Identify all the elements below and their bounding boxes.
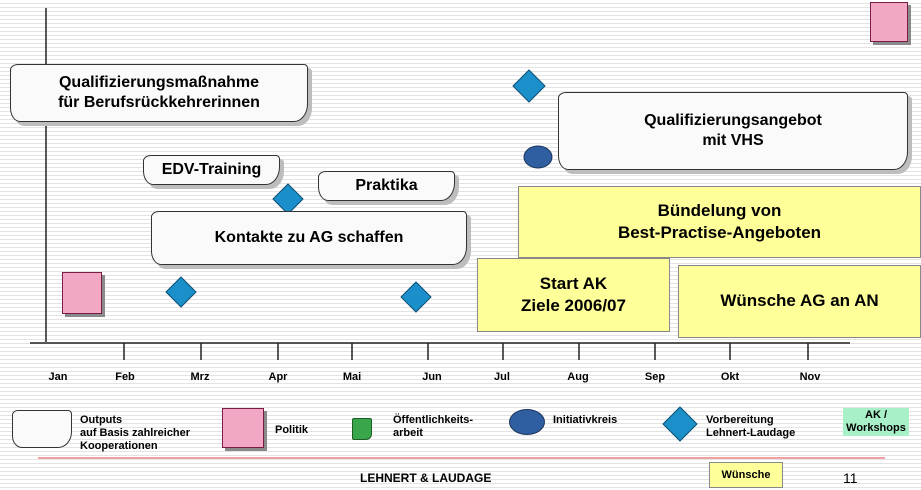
diamond-marker xyxy=(165,276,197,308)
month-label: Apr xyxy=(268,371,288,383)
month-label: Feb xyxy=(115,371,135,383)
legend-ak-workshops: AK / Workshops xyxy=(843,408,909,437)
month-label: Aug xyxy=(567,371,589,383)
item-buendelung: Bündelung von Best-Practise-Angeboten xyxy=(518,186,921,258)
legend-vorbereitung-label: Vorbereitung Lehnert-Laudage xyxy=(706,414,796,440)
item-wuensche-ag: Wünsche AG an AN xyxy=(678,265,921,338)
footer-company: LEHNERT & LAUDAGE xyxy=(360,471,492,485)
month-label: Okt xyxy=(720,371,740,383)
legend-initiativkreis-icon xyxy=(509,409,545,435)
month-label: Jan xyxy=(48,371,68,383)
item-kontakte-ag: Kontakte zu AG schaffen xyxy=(151,211,467,265)
legend-initiativkreis-label: Initiativkreis xyxy=(553,414,618,426)
item-quali-vhs: Qualifizierungsangebot mit VHS xyxy=(558,92,908,170)
month-label: Jul xyxy=(494,371,510,383)
legend-outputs-label: Outputs auf Basis zahlreicher Kooperatio… xyxy=(80,414,191,453)
politik-marker xyxy=(62,272,102,314)
item-quali-rueckkehrer: Qualifizierungsmaßnahme für Berufsrückke… xyxy=(10,64,308,122)
month-label: Sep xyxy=(644,371,666,383)
month-label: Nov xyxy=(799,371,821,383)
page-number: 11 xyxy=(843,470,858,486)
month-label: Mrz xyxy=(190,371,210,383)
item-praktika: Praktika xyxy=(318,171,455,201)
legend-vorbereitung-icon xyxy=(662,406,698,442)
legend-oeffentlichkeit-icon xyxy=(352,418,372,440)
diamond-marker xyxy=(272,183,304,215)
footer-wuensche: Wünsche xyxy=(709,462,783,488)
politik-marker-top xyxy=(870,2,908,42)
legend-outputs-icon xyxy=(12,410,72,448)
item-edv-training: EDV-Training xyxy=(143,155,280,185)
legend-oeffentlichkeit-label: Öffentlichkeits- arbeit xyxy=(393,414,474,440)
diamond-marker xyxy=(400,281,432,313)
diamond-marker xyxy=(512,69,546,103)
month-label: Jun xyxy=(422,371,442,383)
legend-politik-label: Politik xyxy=(275,424,309,436)
legend-politik-icon xyxy=(222,408,264,448)
item-start-ak: Start AK Ziele 2006/07 xyxy=(477,258,670,332)
month-label: Mai xyxy=(342,371,362,383)
initiativkreis-marker xyxy=(523,145,553,169)
